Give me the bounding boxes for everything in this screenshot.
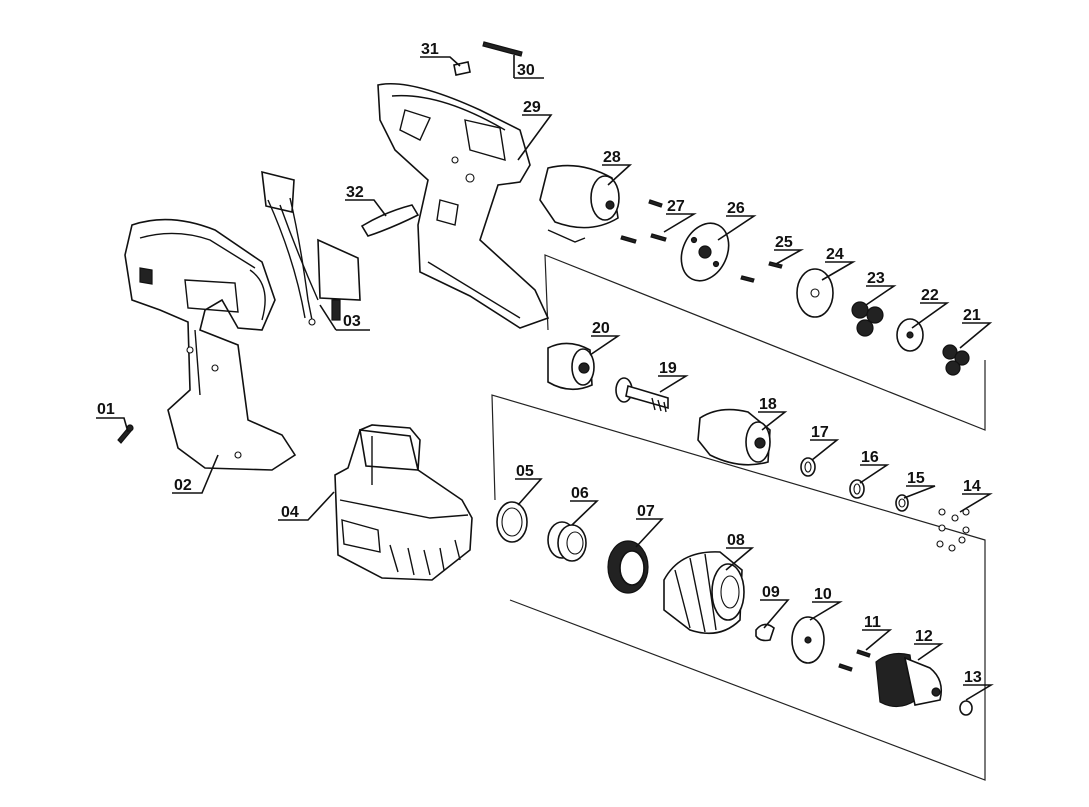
label-20: 20 [592, 320, 610, 337]
plate-part-10 [791, 616, 825, 664]
label-19: 19 [659, 360, 677, 377]
label-10: 10 [814, 586, 832, 603]
label-05: 05 [516, 463, 534, 480]
ring-part-16 [849, 479, 865, 499]
leader-lines [96, 55, 994, 701]
mounting-plate-part-26 [680, 222, 730, 282]
label-06: 06 [571, 485, 589, 502]
spindle-part-19 [615, 377, 669, 413]
lower-assembly-frame [491, 394, 986, 781]
label-25: 25 [775, 234, 793, 251]
ring-part-15 [895, 494, 909, 512]
label-03: 03 [343, 313, 361, 330]
label-04: 04 [281, 504, 299, 521]
ring-gear-part-20 [547, 342, 595, 391]
switch-part [261, 170, 361, 326]
label-02: 02 [174, 477, 192, 494]
battery-pack-part [334, 424, 473, 581]
o-ring-part-05 [496, 501, 528, 543]
label-31: 31 [421, 41, 439, 58]
housing-right-part [377, 82, 550, 329]
clip-part-31 [453, 61, 471, 76]
screws-part-27 [620, 199, 667, 244]
label-07: 07 [637, 503, 655, 520]
gear-housing-part-18 [697, 408, 771, 466]
label-08: 08 [727, 532, 745, 549]
label-24: 24 [826, 246, 844, 263]
label-13: 13 [964, 669, 982, 686]
spring-collar-part-06 [547, 521, 587, 562]
label-15: 15 [907, 470, 925, 487]
washer-part-24 [796, 268, 834, 318]
label-11: 11 [864, 614, 881, 631]
balls-part-14 [936, 508, 970, 552]
label-28: 28 [603, 149, 621, 166]
label-26: 26 [727, 200, 745, 217]
carrier-part-22 [896, 318, 924, 352]
label-01: 01 [97, 401, 115, 418]
part-number-labels: 01 02 03 04 05 06 07 08 09 10 11 12 13 1… [97, 41, 982, 686]
label-09: 09 [762, 584, 780, 601]
chuck-part-12 [875, 652, 943, 708]
torque-collar-part-08 [663, 551, 745, 635]
screws-part-11 [838, 649, 871, 672]
ring-part-17 [800, 457, 816, 477]
label-17: 17 [811, 424, 829, 441]
screw-part-01 [117, 424, 134, 444]
label-18: 18 [759, 396, 777, 413]
label-23: 23 [867, 270, 885, 287]
label-12: 12 [915, 628, 933, 645]
clutch-ring-part-07 [607, 540, 649, 594]
spring-clip-part-09 [755, 623, 775, 642]
chuck-screw-part-13 [959, 700, 973, 716]
spring-part-30 [482, 41, 523, 57]
label-16: 16 [861, 449, 879, 466]
upper-assembly-frame [544, 254, 986, 431]
label-22: 22 [921, 287, 939, 304]
label-32: 32 [346, 184, 364, 201]
lever-part-32 [360, 204, 420, 237]
planet-gears-part-23 [851, 301, 884, 337]
motor-part [539, 164, 620, 243]
label-29: 29 [523, 99, 541, 116]
label-14: 14 [963, 478, 981, 495]
planet-gears-part-21 [942, 344, 970, 376]
screws-part-25 [740, 261, 783, 283]
label-30: 30 [517, 62, 535, 79]
housing-left-part [124, 218, 297, 471]
label-21: 21 [963, 307, 981, 324]
label-27: 27 [667, 198, 685, 215]
